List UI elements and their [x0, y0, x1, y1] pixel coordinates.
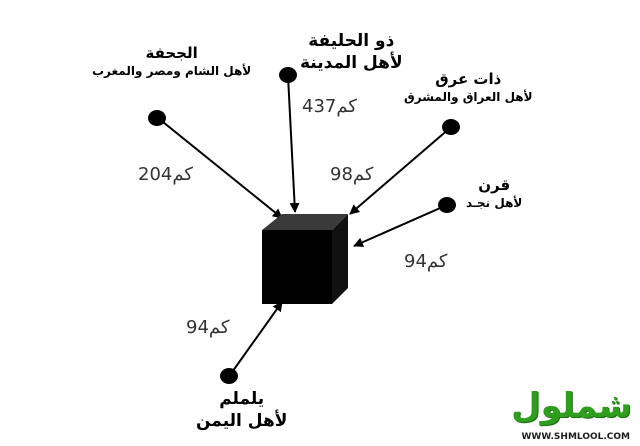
point-qarn — [438, 197, 456, 213]
miqat-name: ذات عرق — [435, 70, 502, 88]
miqat-name: ذو الحليفة — [308, 31, 395, 51]
label-dhat-irq: ذات عرق لأهل العراق والمشرق — [404, 70, 533, 106]
kaaba-cube-icon — [262, 214, 348, 304]
label-juhfah: الجحفة لأهل الشام ومصر والمغرب — [92, 44, 251, 80]
miqat-name: قرن — [478, 176, 511, 194]
distance-dhul-hulayfah: 437كم — [302, 96, 357, 117]
miqat-region: لأهل الشام ومصر والمغرب — [92, 64, 252, 78]
label-dhul-hulayfah: ذو الحليفة لأهل المدينة — [300, 30, 403, 74]
distance-qarn: 94كم — [404, 251, 448, 272]
label-qarn: قرن لأهل نجـد — [466, 176, 522, 212]
watermark-logo: شملول WWW.SHMLOOL.COM — [484, 384, 636, 442]
watermark-url: WWW.SHMLOOL.COM — [521, 432, 630, 442]
point-dhul-hulayfah — [279, 67, 297, 83]
point-juhfah — [148, 110, 166, 126]
miqat-region: لأهل اليمن — [196, 411, 288, 431]
watermark-text: شملول — [511, 386, 633, 426]
point-yalamlam — [220, 368, 238, 384]
arrow-dhul-hulayfah — [287, 75, 300, 213]
miqat-region: لأهل نجـد — [466, 196, 523, 210]
arrow-juhfah — [157, 117, 283, 219]
miqat-name: الجحفة — [145, 44, 198, 62]
label-yalamlam: يلملم لأهل اليمن — [196, 388, 287, 432]
arrow-dhat-irq — [349, 127, 451, 215]
miqat-region: لأهل المدينة — [300, 53, 403, 73]
distance-dhat-irq: 98كم — [330, 164, 374, 185]
arrow-qarn — [353, 204, 448, 247]
distance-yalamlam: 94كم — [186, 317, 230, 338]
distance-juhfah: 204كم — [138, 164, 193, 185]
point-dhat-irq — [442, 119, 460, 135]
arrow-yalamlam — [229, 301, 283, 376]
miqat-region: لأهل العراق والمشرق — [404, 90, 533, 104]
miqat-name: يلملم — [219, 389, 265, 409]
